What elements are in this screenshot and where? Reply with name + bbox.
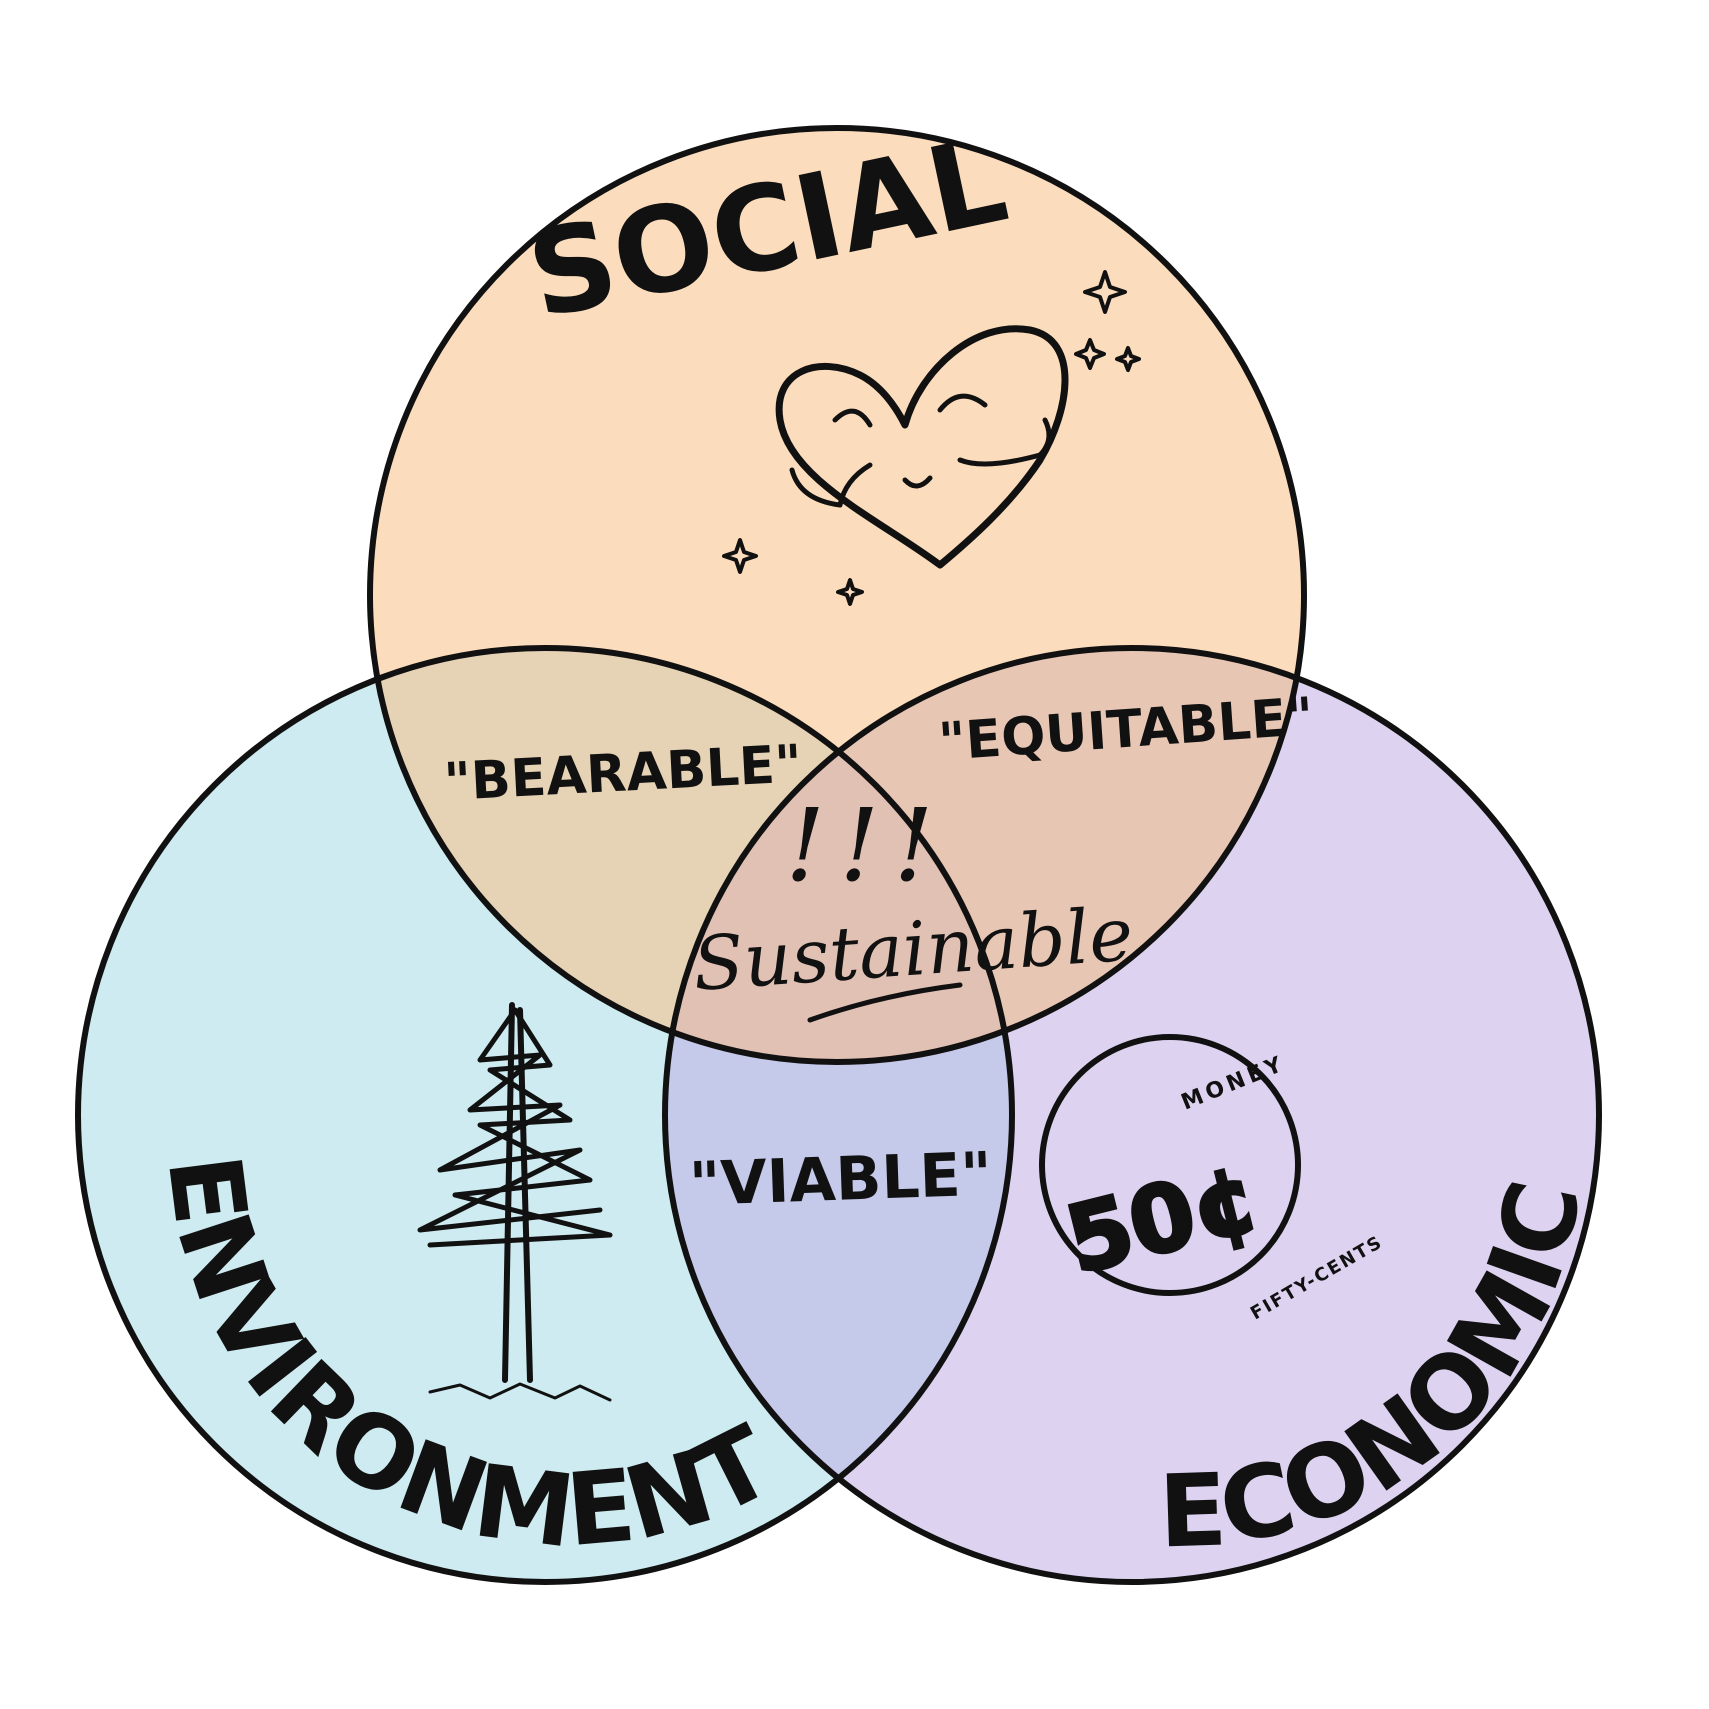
pine-tree-icon: [417, 1002, 613, 1402]
coin-icon: MONEY 50¢ FIFTY-CENTS: [1039, 1034, 1387, 1324]
environment-circle-outline: [75, 645, 1015, 1585]
coin-outline: [1039, 1034, 1301, 1296]
sparkle-icon: [722, 270, 1141, 606]
social-circle-outline: [367, 125, 1307, 1065]
sustainable-underline: [807, 982, 963, 1023]
viable-label: "VIABLE": [688, 1139, 993, 1220]
coin-value: 50¢: [1056, 1144, 1268, 1294]
exclamation-marks: !!!: [785, 787, 948, 904]
economic-circle-outline: [662, 645, 1602, 1585]
heart-hug-icon: [775, 325, 1069, 569]
overlap-center: [665, 648, 1012, 1062]
